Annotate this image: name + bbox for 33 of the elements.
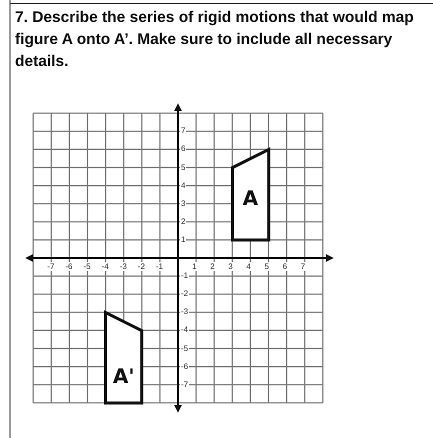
tick-label: -6: [180, 362, 190, 371]
tick-label: -4: [180, 325, 190, 334]
tick-label: 1: [191, 262, 198, 271]
figure-label: A': [112, 364, 134, 388]
tick-label: -1: [180, 271, 190, 280]
figure-shape: [230, 148, 270, 242]
figure-label: A: [242, 186, 258, 210]
tick-label: 5: [264, 262, 270, 271]
tick-label: 2: [209, 262, 216, 271]
tick-label: 1: [180, 234, 186, 244]
tick-label: 3: [180, 198, 186, 208]
tick-label: 6: [180, 144, 186, 154]
tick-label: 5: [180, 162, 186, 172]
tick-label: -7: [46, 262, 56, 271]
tick-label: -1: [154, 262, 164, 271]
tick-label: -7: [180, 380, 190, 389]
tick-label: -5: [180, 344, 190, 352]
figure-shape: [104, 310, 144, 404]
tick-label: -2: [180, 289, 190, 298]
tick-label: 4: [245, 262, 252, 271]
tick-label: -3: [118, 262, 128, 271]
tick-label: -4: [100, 262, 110, 271]
tick-label: -5: [82, 262, 92, 271]
tick-label: 7: [300, 262, 306, 271]
tick-label: 2: [180, 216, 186, 226]
tick-label: 3: [227, 262, 234, 271]
tick-label: 4: [180, 180, 186, 190]
tick-label: 7: [180, 126, 186, 136]
tick-label: -6: [64, 262, 74, 271]
tick-label: -2: [136, 262, 146, 271]
tick-label: -3: [180, 307, 190, 316]
tick-label: 6: [282, 262, 288, 271]
question-text: 7. Describe the series of rigid motions that would map figure A onto A’. Make sure to include all necessary details.: [15, 8, 415, 72]
